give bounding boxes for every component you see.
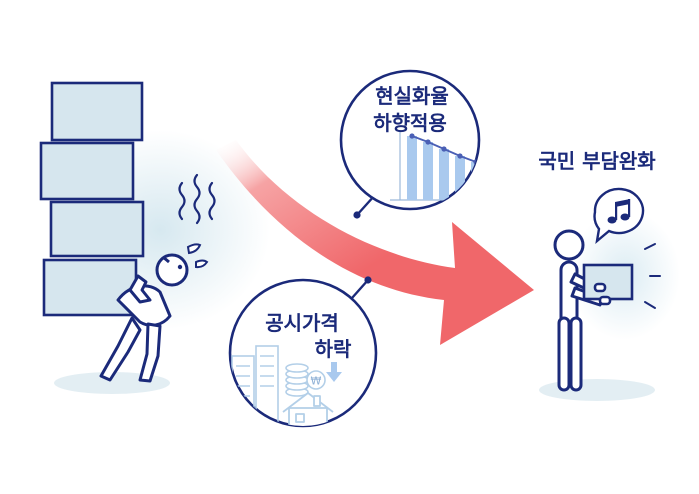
bottom-bubble-line2: 하락 bbox=[315, 337, 352, 361]
music-note-icon bbox=[607, 199, 631, 224]
burdened-person bbox=[99, 253, 189, 383]
top-bubble-line1: 현실화율 bbox=[375, 84, 449, 108]
top-bubble-line2: 하향적용 bbox=[373, 111, 447, 135]
coin-stack-icon bbox=[285, 363, 309, 397]
down-arrow-icon bbox=[326, 362, 342, 382]
music-speech-bubble bbox=[593, 187, 645, 244]
curved-arrow bbox=[216, 140, 534, 345]
relief-label: 국민 부담완화 bbox=[538, 149, 656, 173]
box-1 bbox=[50, 81, 144, 142]
bottom-bubble: ₩ 공시가격 하락 bbox=[228, 278, 378, 428]
box-4 bbox=[42, 258, 138, 317]
box-3 bbox=[49, 200, 145, 258]
right-ground-shadow bbox=[539, 379, 655, 401]
relieved-person-hands bbox=[593, 282, 612, 306]
held-box bbox=[582, 263, 634, 301]
won-coin-icon: ₩ bbox=[306, 370, 326, 390]
stacked-boxes bbox=[39, 81, 145, 317]
bottom-bubble-connector bbox=[351, 279, 369, 299]
top-bubble-dot bbox=[353, 211, 361, 219]
won-coin-symbol: ₩ bbox=[311, 375, 322, 388]
relieved-person bbox=[553, 229, 604, 392]
box-2 bbox=[39, 141, 135, 201]
sweat-drops-icon bbox=[186, 243, 209, 269]
sparkle-lines bbox=[644, 243, 661, 309]
house-icon bbox=[282, 392, 334, 426]
bottom-bubble-dot bbox=[364, 276, 372, 284]
stress-wave-lines bbox=[178, 173, 216, 225]
bottom-bubble-line1: 공시가격 bbox=[265, 311, 339, 335]
top-bubble: 현실화율 하향적용 bbox=[339, 69, 481, 211]
